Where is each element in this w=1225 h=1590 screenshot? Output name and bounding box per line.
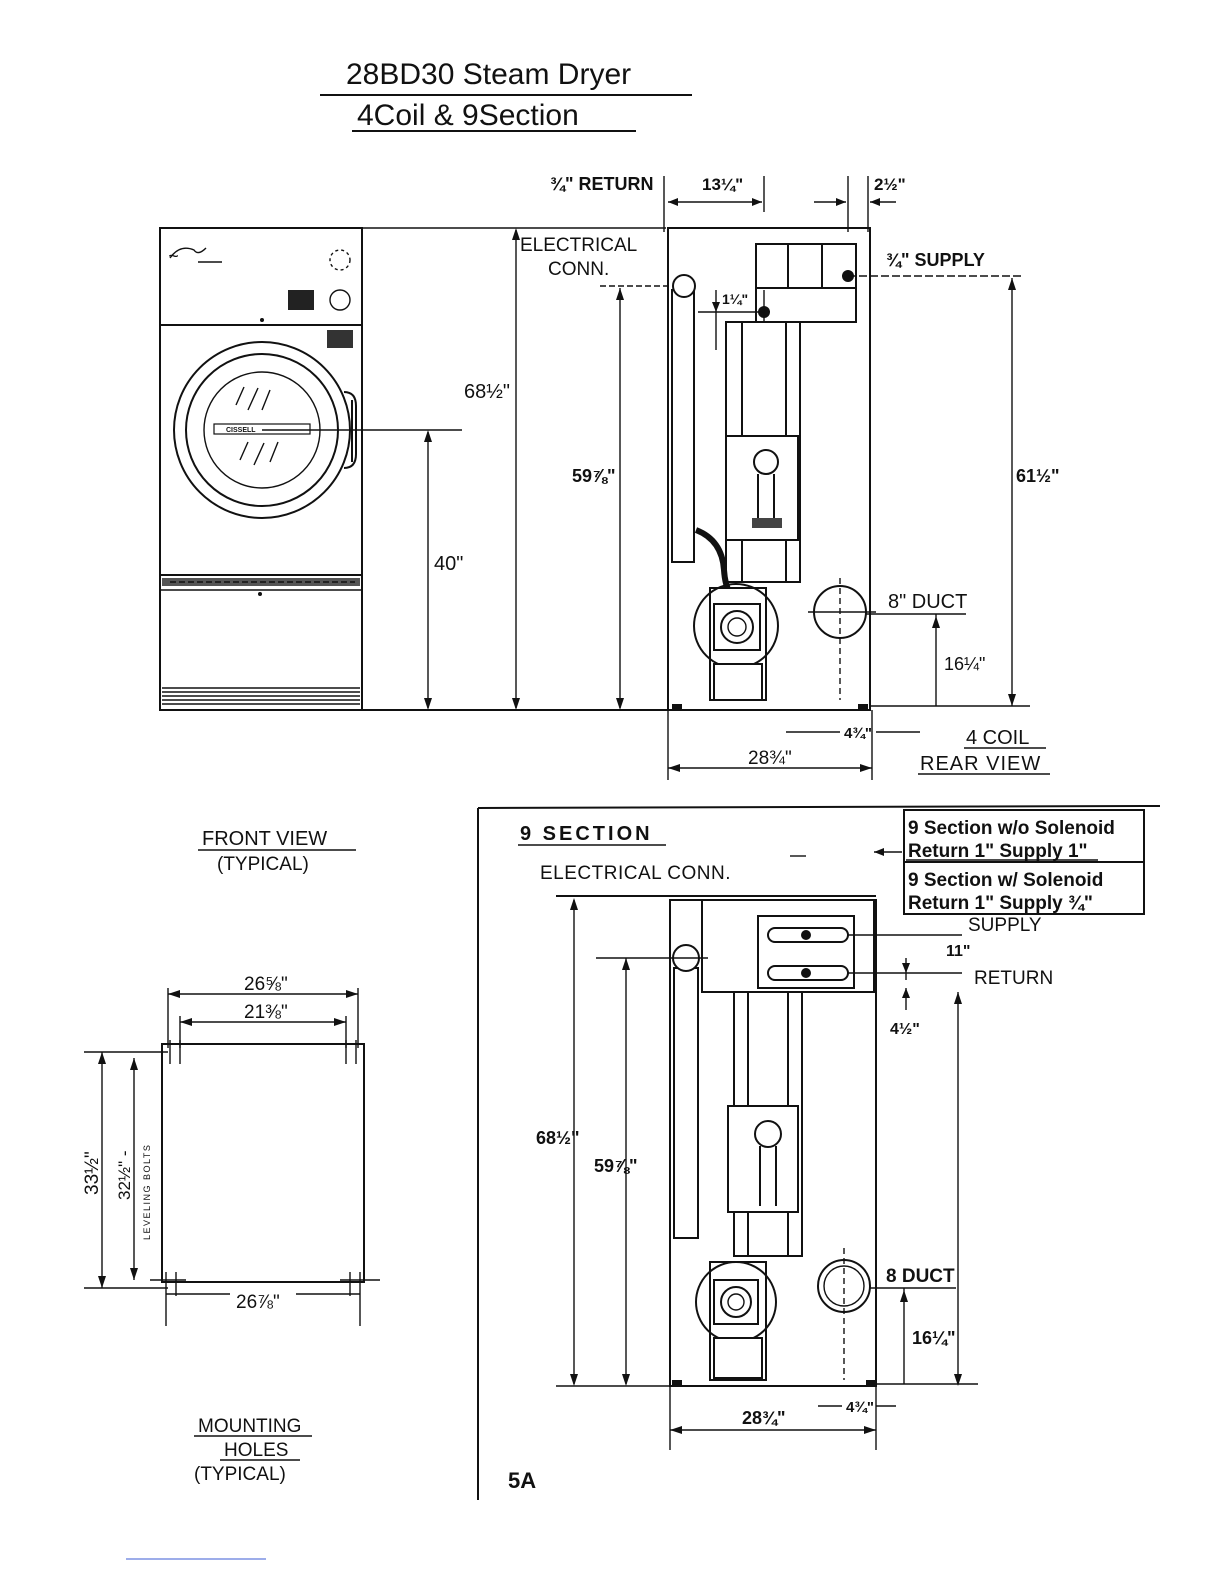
supply-9-label: SUPPLY [968, 915, 1042, 936]
nine-section-frame [477, 805, 1161, 1500]
table-row-2-line-1: 9 Section w/ Solenoid [908, 870, 1103, 891]
dim-4-label: 4¾" [844, 725, 872, 742]
caption-4coil: 4 COIL [966, 727, 1029, 749]
dim-26-5-label: 26⅝" [244, 974, 288, 995]
duct-label: 8" DUCT [888, 591, 967, 613]
dim-40-label: 40" [434, 553, 463, 575]
rear-4coil-annotations: ¾" RETURN 13¼" 2½" ELECTRICAL CONN. ¾" S… [520, 174, 1060, 780]
timer-display-icon [288, 290, 314, 310]
elec-connector-icon [672, 274, 696, 298]
nine-section-annotations: SUPPLY RETURN 11" 4½" 68½" 59⅞" 8 DUCT 1… [536, 898, 1053, 1450]
svg-text:CISSELL: CISSELL [226, 427, 256, 434]
table-row-1-line-1: 9 Section w/o Solenoid [908, 818, 1115, 839]
nine-section-drawing [556, 895, 877, 1387]
duct-9-label: 8 DUCT [886, 1266, 955, 1287]
return-label: ¾" RETURN [550, 174, 654, 194]
caption-9-section: 9 SECTION [520, 823, 653, 845]
dim-59-label: 59⅞" [572, 466, 616, 486]
caption-mounting: MOUNTING [198, 1416, 301, 1437]
page-number: 5A [508, 1468, 536, 1493]
dim-68-label: 68½" [464, 381, 510, 403]
dim-13-label: 13¼" [702, 175, 743, 194]
valve-9-icon [754, 1120, 782, 1148]
title-line-1: 28BD30 Steam Dryer [346, 58, 631, 91]
dim-21-label: 21⅜" [244, 1002, 288, 1023]
dim-16-9-label: 16¼" [912, 1328, 956, 1348]
base-kick-grille [162, 687, 360, 705]
valve-icon [753, 449, 779, 475]
solenoid-table: 9 Section w/o Solenoid Return 1" Supply … [903, 809, 1145, 915]
dim-68-9-label: 68½" [536, 1128, 580, 1148]
dim-16-label: 16¼" [944, 654, 985, 674]
dim-front-68: 68½" [464, 228, 520, 710]
dim-28-label: 28¾" [748, 748, 792, 769]
dim-28-9-label: 28¾" [742, 1408, 786, 1428]
mounting-holes-drawing: 26⅝" 21⅜" 33½" 32½" - LEVELING BOLTS 26⅞… [82, 974, 380, 1326]
dim-2-label: 2½" [874, 175, 906, 194]
electrical-label-1: ELECTRICAL [520, 235, 637, 256]
caption-typical: (TYPICAL) [217, 854, 309, 875]
dim-1-label: 1¼" [722, 291, 748, 307]
dim-32-label: 32½" - [115, 1150, 134, 1200]
title-line-2: 4Coil & 9Section [357, 99, 579, 132]
supply-label: ¾" SUPPLY [886, 250, 985, 270]
brand-logo: ~ [168, 246, 179, 266]
dim-61-label: 61½" [1016, 466, 1060, 486]
panel-knob-icon [329, 249, 351, 271]
switch-icon [327, 330, 353, 348]
caption-rear-view: REAR VIEW [920, 753, 1041, 775]
dim-59-9-label: 59⅞" [594, 1156, 638, 1176]
elec-conn-label: ELECTRICAL CONN. [540, 863, 731, 884]
dim-11-label: 11" [946, 943, 971, 960]
front-view-drawing: ~ CISSELL [159, 227, 363, 711]
mounting-caption: MOUNTING HOLES (TYPICAL) [194, 1416, 312, 1485]
caption-holes: HOLES [224, 1440, 288, 1461]
electrical-label-2: CONN. [548, 259, 609, 280]
front-view-caption: FRONT VIEW (TYPICAL) [198, 828, 356, 875]
table-row-1-line-2: Return 1" Supply 1" [908, 841, 1088, 862]
rear-view-4coil-drawing [667, 227, 876, 711]
dim-front-40: 40" [262, 429, 463, 710]
leveling-bolts-label: LEVELING BOLTS [142, 1144, 152, 1240]
caption-front-view: FRONT VIEW [202, 828, 327, 850]
title-block: 28BD30 Steam Dryer 4Coil & 9Section [320, 58, 692, 132]
dim-4-9-label: 4¾" [846, 1399, 874, 1416]
dim-26-7-label: 26⅞" [236, 1292, 280, 1313]
dial-icon [329, 289, 351, 311]
table-row-2-line-2: Return 1" Supply ¾" [908, 893, 1093, 914]
dim-4-half-label: 4½" [890, 1021, 920, 1038]
return-9-label: RETURN [974, 968, 1053, 989]
dim-33-label: 33½" [82, 1151, 103, 1195]
caption-mounting-typical: (TYPICAL) [194, 1464, 286, 1485]
